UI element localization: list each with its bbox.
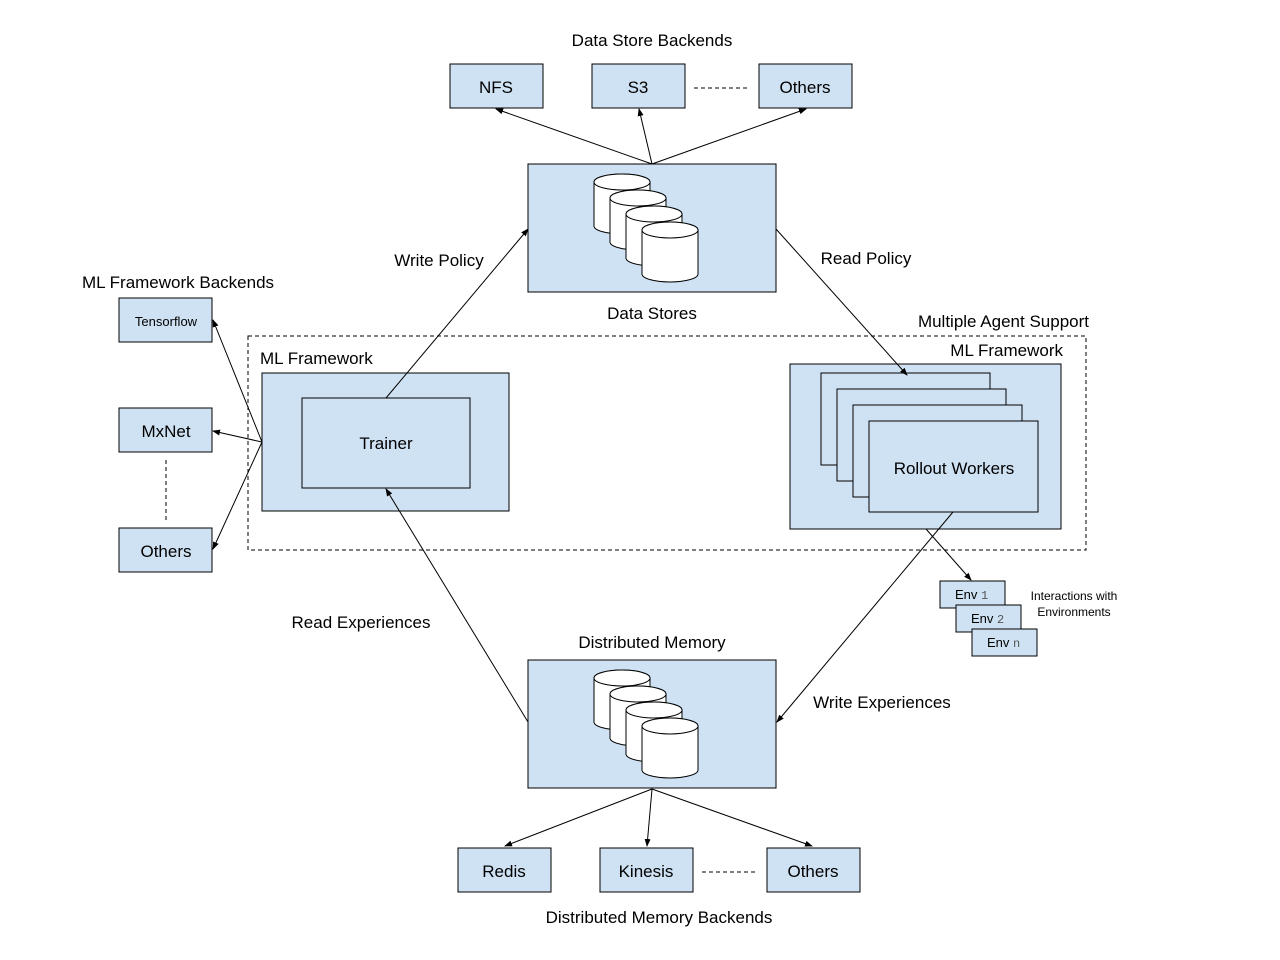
edge-read-experiences [385, 488, 529, 723]
edge-to-redis [504, 788, 653, 847]
backend-redis[interactable]: Redis [457, 847, 552, 893]
database-icon [641, 717, 699, 779]
left-framework-label: ML Framework [260, 349, 373, 368]
backend-nfs[interactable]: NFS [449, 63, 544, 109]
edge-to-memory-others [651, 788, 813, 847]
backend-kinesis[interactable]: Kinesis [599, 847, 694, 893]
backend-ml-others-label: Others [140, 542, 191, 561]
distributed-memory-box[interactable] [527, 659, 777, 789]
edge-to-kinesis [644, 788, 653, 847]
backend-ml-others[interactable]: Others [118, 527, 213, 573]
backend-s3[interactable]: S3 [591, 63, 686, 109]
read-experiences-label: Read Experiences [292, 613, 431, 632]
backend-mxnet-label: MxNet [141, 422, 190, 441]
edge-to-env [925, 528, 972, 581]
backend-s3-label: S3 [628, 78, 649, 97]
memory-backends-title: Distributed Memory Backends [546, 908, 773, 927]
env-2-label: Env 2 [971, 611, 1004, 627]
backend-tensorflow-label: Tensorflow [135, 314, 198, 329]
write-experiences-label: Write Experiences [813, 693, 951, 712]
env-caption-line2: Environments [1037, 605, 1110, 619]
backend-redis-label: Redis [482, 862, 525, 881]
edge-write-experiences [776, 511, 954, 723]
backend-others[interactable]: Others [758, 63, 853, 109]
backend-kinesis-label: Kinesis [619, 862, 674, 881]
edge-to-s3 [637, 108, 653, 165]
env-1-label: Env 1 [955, 587, 988, 603]
rollout-workers-label: Rollout Workers [894, 459, 1015, 478]
right-framework-label: ML Framework [950, 341, 1063, 360]
trainer-label: Trainer [359, 434, 413, 453]
read-policy-label: Read Policy [821, 249, 912, 268]
backend-mxnet[interactable]: MxNet [118, 407, 213, 453]
env-n-label: Env n [987, 635, 1020, 651]
env-caption-line1: Interactions with [1031, 589, 1118, 603]
trainer-box[interactable]: Trainer [301, 397, 471, 489]
env-2-box[interactable]: Env 2 [955, 604, 1022, 633]
edge-to-ml-others [212, 441, 263, 550]
memory-title: Distributed Memory [578, 633, 726, 652]
edge-to-tensorflow [212, 319, 263, 443]
backend-memory-others[interactable]: Others [766, 847, 861, 893]
data-stores-box[interactable] [527, 163, 777, 293]
env-1-box[interactable]: Env 1 [939, 580, 1006, 609]
multi-agent-label: Multiple Agent Support [918, 312, 1089, 331]
multi-agent-region [247, 335, 1087, 551]
env-n-box[interactable]: Env n [971, 628, 1038, 657]
edge-read-policy [775, 228, 908, 376]
rollout-workers-box[interactable]: Rollout Workers [868, 420, 1039, 513]
data-stores-label: Data Stores [607, 304, 697, 323]
write-policy-label: Write Policy [394, 251, 484, 270]
data-store-backends-title: Data Store Backends [572, 31, 733, 50]
backend-tensorflow[interactable]: Tensorflow [118, 297, 213, 343]
ml-backends-title: ML Framework Backends [82, 273, 274, 292]
database-icon [641, 221, 699, 283]
edge-to-others [651, 108, 807, 165]
edge-to-mxnet [212, 429, 263, 443]
edge-to-nfs [495, 108, 653, 165]
backend-nfs-label: NFS [479, 78, 513, 97]
edge-write-policy [385, 228, 529, 399]
backend-others-label: Others [779, 78, 830, 97]
backend-memory-others-label: Others [787, 862, 838, 881]
